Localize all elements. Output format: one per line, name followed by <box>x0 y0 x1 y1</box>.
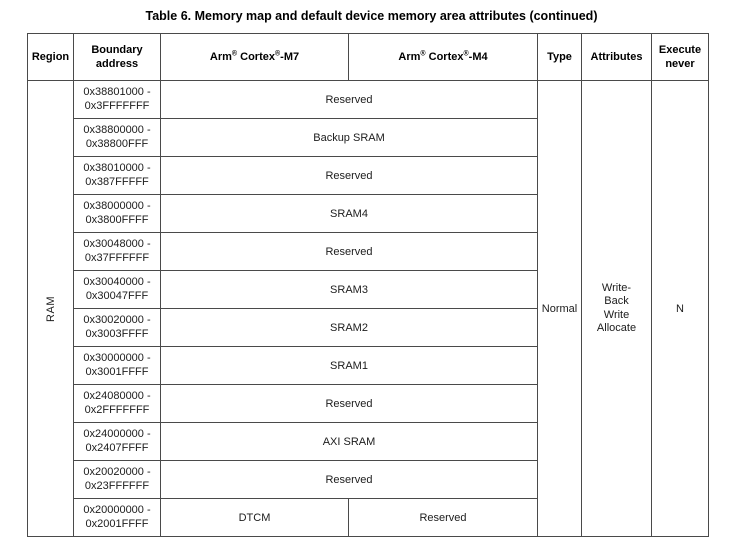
memory-area-cell: AXI SRAM <box>160 422 538 461</box>
attributes-cell: Write- Back Write Allocate <box>581 80 652 537</box>
header-execute-never: Execute never <box>651 33 709 81</box>
boundary-address-cell: 0x20020000 - 0x23FFFFFF <box>73 460 161 499</box>
memory-area-cell: SRAM4 <box>160 194 538 233</box>
memory-area-cell: Reserved <box>160 156 538 195</box>
table-row: RAM 0x38801000 - 0x3FFFFFFF Reserved Nor… <box>27 80 709 537</box>
header-row: Region Boundary address Arm® Cortex®-M7 … <box>27 33 709 81</box>
boundary-address-cell: 0x38010000 - 0x387FFFFF <box>73 156 161 195</box>
header-type: Type <box>537 33 582 81</box>
boundary-address-cell: 0x30020000 - 0x3003FFFF <box>73 308 161 347</box>
region-label: RAM <box>44 295 57 322</box>
boundary-address-cell: 0x38800000 - 0x38800FFF <box>73 118 161 157</box>
table-title: Table 6. Memory map and default device m… <box>145 9 598 23</box>
boundary-address-cell: 0x20000000 - 0x2001FFFF <box>73 498 161 537</box>
table-row: 0x20000000 - 0x2001FFFF DTCM Reserved <box>28 498 709 537</box>
registered-mark-icon: ® <box>463 50 469 58</box>
memory-area-cell: Reserved <box>160 232 538 271</box>
boundary-address-cell: 0x24080000 - 0x2FFFFFFF <box>73 384 161 423</box>
table-row: 0x20020000 - 0x23FFFFFF Reserved <box>28 460 709 499</box>
registered-mark-icon: ® <box>420 50 426 58</box>
boundary-address-cell: 0x30040000 - 0x30047FFF <box>73 270 161 309</box>
boundary-address-cell: 0x30000000 - 0x3001FFFF <box>73 346 161 385</box>
boundary-address-cell: 0x38801000 - 0x3FFFFFFF <box>73 80 161 119</box>
header-attributes: Attributes <box>581 33 652 81</box>
memory-area-cell: Reserved <box>160 384 538 423</box>
memory-area-cell: Reserved <box>160 80 538 119</box>
registered-mark-icon: ® <box>274 50 281 58</box>
memory-area-m7-cell: DTCM <box>160 498 349 537</box>
memory-area-m4-cell: Reserved <box>348 498 538 537</box>
type-cell: Normal <box>537 80 582 537</box>
memory-area-cell: Reserved <box>160 460 538 499</box>
header-cortex-m4: Arm® Cortex®-M4 <box>348 33 538 81</box>
memory-area-cell: SRAM1 <box>160 346 538 385</box>
table-row: 0x30040000 - 0x30047FFF SRAM3 <box>28 270 709 309</box>
header-region: Region <box>27 33 74 81</box>
execute-never-cell: N <box>651 80 709 537</box>
boundary-address-cell: 0x24000000 - 0x2407FFFF <box>73 422 161 461</box>
table-row: 0x38010000 - 0x387FFFFF Reserved <box>28 156 709 195</box>
boundary-address-cell: 0x30048000 - 0x37FFFFFF <box>73 232 161 271</box>
memory-area-cell: SRAM2 <box>160 308 538 347</box>
boundary-address-cell: 0x38000000 - 0x3800FFFF <box>73 194 161 233</box>
table-row: 0x30000000 - 0x3001FFFF SRAM1 <box>28 346 709 385</box>
region-cell: RAM <box>27 80 74 537</box>
table-row: 0x30020000 - 0x3003FFFF SRAM2 <box>28 308 709 347</box>
header-cortex-m7: Arm® Cortex®-M7 <box>160 33 349 81</box>
table-row: 0x38000000 - 0x3800FFFF SRAM4 <box>28 194 709 233</box>
table-row: 0x30048000 - 0x37FFFFFF Reserved <box>28 232 709 271</box>
table-row: 0x24000000 - 0x2407FFFF AXI SRAM <box>28 422 709 461</box>
memory-area-cell: Backup SRAM <box>160 118 538 157</box>
memory-area-cell: SRAM3 <box>160 270 538 309</box>
header-boundary-address: Boundary address <box>73 33 161 81</box>
registered-mark-icon: ® <box>231 50 238 58</box>
memory-map-table: Region Boundary address Arm® Cortex®-M7 … <box>27 33 709 537</box>
